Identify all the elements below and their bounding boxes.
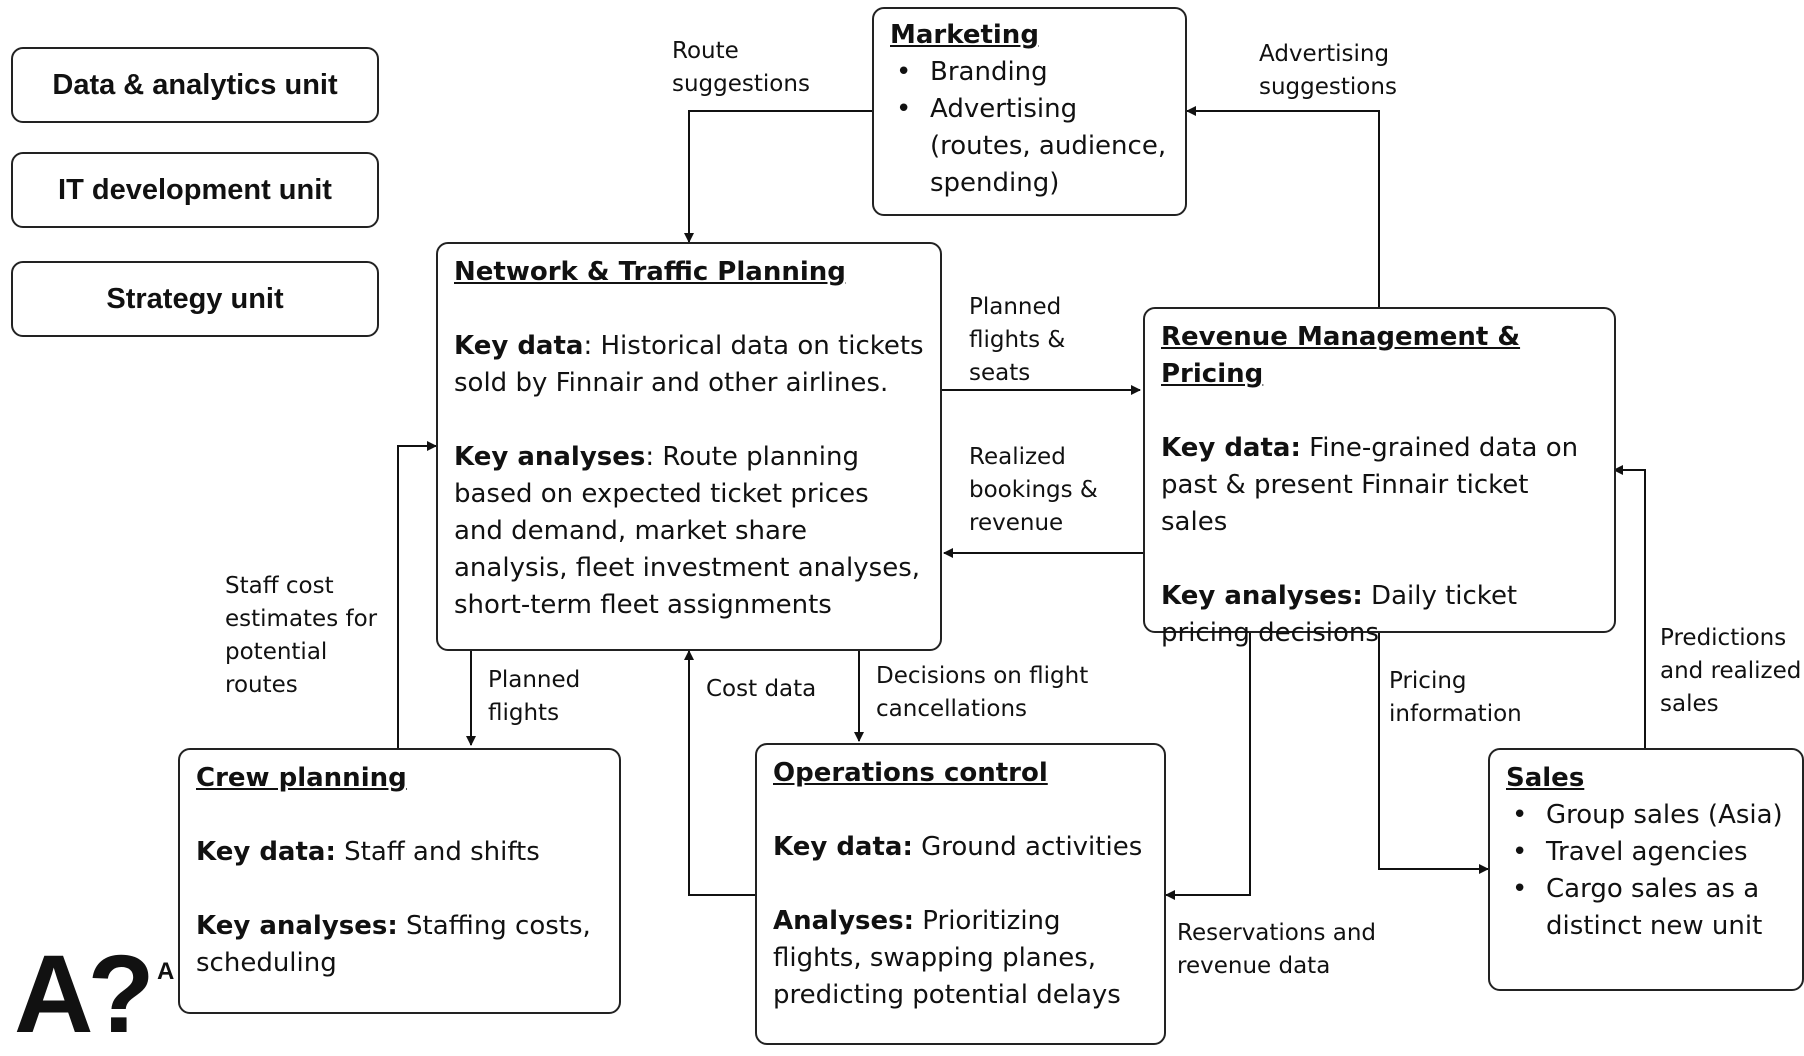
unit-label: Strategy unit <box>106 282 284 315</box>
key-analyses-text: Key analyses: Staffing costs, scheduling <box>196 908 603 982</box>
analyses-text: Analyses: Prioritizing flights, swapping… <box>773 903 1148 1014</box>
edge-label-staff-cost: Staff cost estimates for potential route… <box>225 573 378 698</box>
node-title: Sales <box>1506 763 1585 793</box>
node-sales: Sales Group sales (Asia) Travel agencies… <box>1488 748 1804 991</box>
edge-label-realized-bookings: Realized bookings & revenue <box>969 444 1098 536</box>
edge-label-pricing-information: Pricing information <box>1389 668 1522 727</box>
node-title: Marketing <box>890 20 1039 50</box>
key-data-value: : Historical data on tickets sold by Fin… <box>454 331 924 398</box>
edge-label-advertising-suggestions: Advertising suggestions <box>1259 41 1397 100</box>
key-analyses-text: Key analyses: Daily ticket pricing decis… <box>1161 578 1598 652</box>
edge-label-planned-flights-seats: Planned flights & seats <box>969 294 1066 386</box>
logo-suffix: A <box>157 958 175 985</box>
node-marketing: Marketing Branding Advertising (routes, … <box>872 7 1187 216</box>
key-data-text: Key data: Fine-grained data on past & pr… <box>1161 430 1598 541</box>
edge-revenue-to-sales <box>1378 633 1489 874</box>
key-analyses-value: Daily ticket pricing decisions <box>1161 581 1518 648</box>
key-data-text: Key data: Ground activities <box>773 829 1148 866</box>
edge-revenue-to-marketing <box>1186 106 1380 307</box>
node-title: Crew planning <box>196 763 407 793</box>
edge-sales-to-revenue <box>1613 465 1646 748</box>
list-item: Advertising (routes, audience, spending) <box>890 91 1169 202</box>
node-item-list: Group sales (Asia) Travel agencies Cargo… <box>1506 797 1786 945</box>
key-data-label: Key data: <box>1161 433 1301 463</box>
edge-marketing-to-network <box>684 110 872 243</box>
key-data-text: Key data: Staff and shifts <box>196 834 603 871</box>
unit-label: IT development unit <box>58 173 332 206</box>
node-title: Revenue Management & Pricing <box>1161 322 1521 389</box>
edge-crew-to-network <box>397 441 437 748</box>
node-title: Operations control <box>773 758 1048 788</box>
unit-it-development: IT development unit <box>11 152 379 228</box>
node-title: Network & Traffic Planning <box>454 257 846 287</box>
key-analyses-label: Key analyses: <box>196 911 398 941</box>
key-data-label: Key data <box>454 331 584 361</box>
node-operations-control: Operations control Key data: Ground acti… <box>755 743 1166 1045</box>
key-analyses-value: : Route planning based on expected ticke… <box>454 442 921 620</box>
list-item: Cargo sales as a distinct new unit <box>1506 871 1786 945</box>
unit-strategy: Strategy unit <box>11 261 379 337</box>
key-data-label: Key data: <box>773 832 913 862</box>
list-item: Branding <box>890 54 1169 91</box>
key-analyses-value: Staffing costs, scheduling <box>196 911 591 978</box>
key-data-value: Fine-grained data on past & present Finn… <box>1161 433 1579 537</box>
edge-label-decisions-cancellations: Decisions on flight cancellations <box>876 663 1089 722</box>
key-data-value: Staff and shifts <box>335 837 540 867</box>
key-data-value: Ground activities <box>912 832 1143 862</box>
edge-label-cost-data: Cost data <box>706 676 817 702</box>
edge-revenue-to-operations <box>1165 633 1251 900</box>
list-item: Travel agencies <box>1506 834 1786 871</box>
node-network-traffic-planning: Network & Traffic Planning Key data: His… <box>436 242 942 651</box>
edge-label-reservations-revenue: Reservations and revenue data <box>1177 920 1377 979</box>
edge-label-planned-flights: Planned flights <box>488 667 581 726</box>
unit-data-analytics: Data & analytics unit <box>11 47 379 123</box>
analyses-label: Analyses: <box>773 906 915 936</box>
key-analyses-text: Key analyses: Route planning based on ex… <box>454 439 924 624</box>
key-data-text: Key data: Historical data on tickets sol… <box>454 328 924 402</box>
node-revenue-management-pricing: Revenue Management & Pricing Key data: F… <box>1143 307 1616 648</box>
node-item-list: Branding Advertising (routes, audience, … <box>890 54 1169 202</box>
list-item: Group sales (Asia) <box>1506 797 1786 834</box>
aalto-logo: A? <box>14 933 155 1056</box>
node-crew-planning: Crew planning Key data: Staff and shifts… <box>178 748 621 1014</box>
key-analyses-label: Key analyses <box>454 442 646 472</box>
key-analyses-label: Key analyses: <box>1161 581 1363 611</box>
edge-label-predictions-sales: Predictions and realized sales <box>1660 625 1802 717</box>
unit-label: Data & analytics unit <box>52 68 338 101</box>
edge-operations-to-network <box>684 650 755 896</box>
edge-label-route-suggestions: Route suggestions <box>672 38 810 97</box>
analyses-value: Prioritizing flights, swapping planes, p… <box>773 906 1121 1010</box>
key-data-label: Key data: <box>196 837 336 867</box>
